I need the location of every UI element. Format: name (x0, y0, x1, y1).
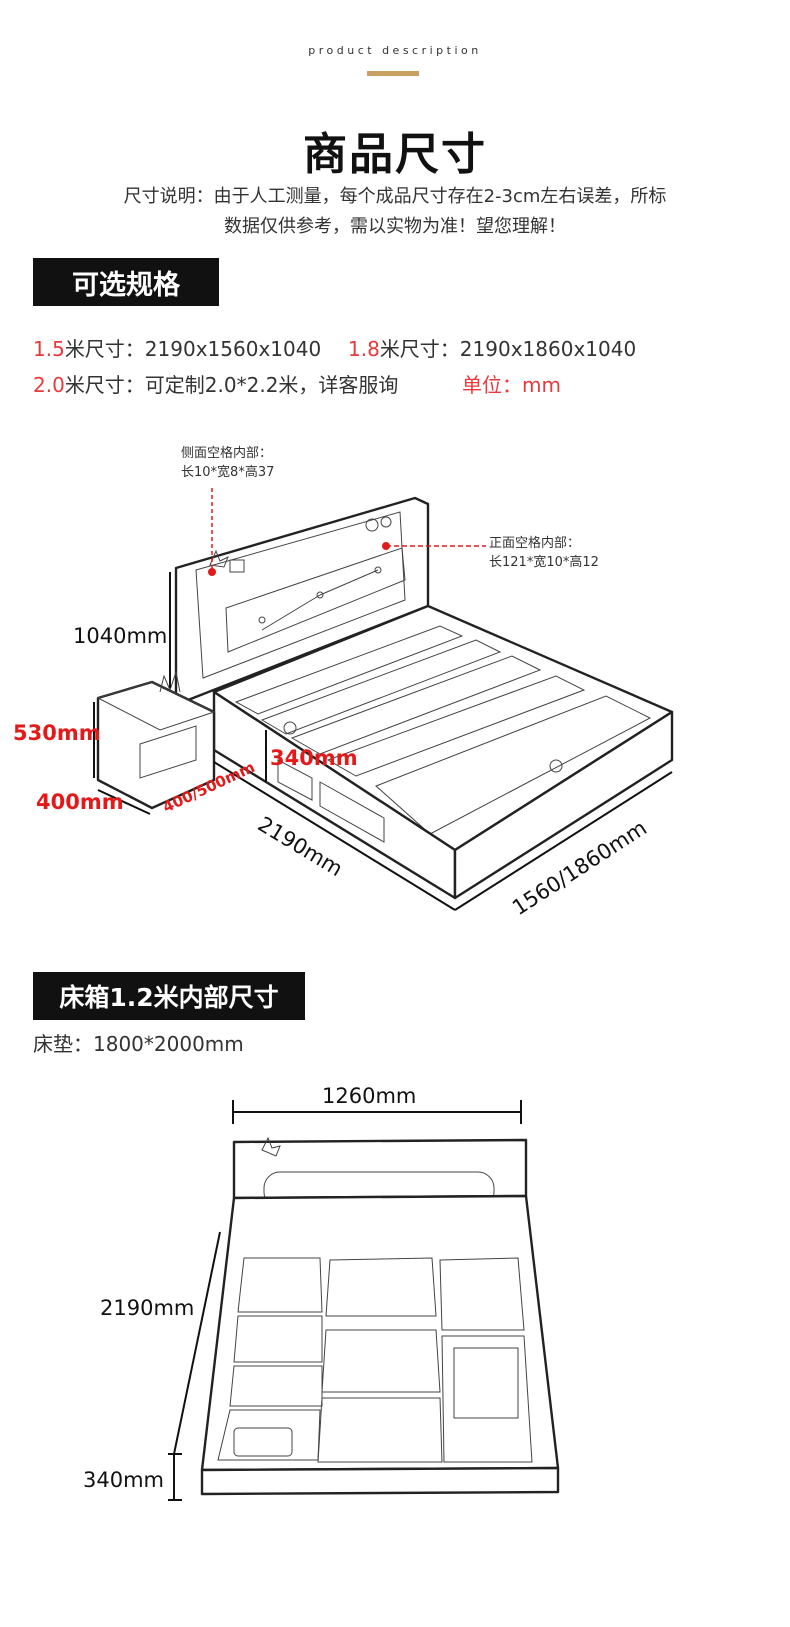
side-label-line1: 侧面空格内部： (181, 446, 273, 461)
topview-base-edge (200, 1466, 560, 1496)
inner-size-band-label: 床箱1.2米内部尺寸 (59, 983, 279, 1012)
bed-foot (453, 710, 674, 900)
spec2-text: 米尺寸：2190x1860x1040 (379, 337, 637, 361)
dim2-width: 1260mm (322, 1084, 417, 1108)
dim2-length: 2190mm (100, 1296, 195, 1320)
side-label-line2: 长10*宽8*高37 (181, 465, 275, 480)
page-title: 商品尺寸 (303, 129, 487, 180)
dim2-height: 340mm (83, 1468, 164, 1492)
topview-headboard (232, 1138, 528, 1200)
bed-sketch (93, 488, 674, 911)
eyebrow-text: product description (308, 44, 482, 57)
unit-label: 单位：mm (462, 373, 561, 397)
spec1-text: 米尺寸：2190x1560x1040 (64, 337, 322, 361)
dim-night-width: 400mm (36, 790, 124, 814)
spec1-size: 1.5 (33, 337, 65, 361)
front-compartment-label: 正面空格内部： 长121*宽10*高12 (489, 534, 599, 572)
spec-row-2a: 2.0米尺寸：可定制2.0*2.2米，详客服询 (33, 369, 398, 398)
decor-star (209, 549, 229, 568)
nightstand-drawer (139, 725, 197, 779)
dim-box-height: 340mm (270, 746, 358, 770)
side-compartment-label: 侧面空格内部： 长10*宽8*高37 (181, 444, 274, 482)
gold-divider (367, 71, 419, 76)
options-band: 可选规格 (33, 258, 219, 306)
mattress-size: 床垫：1800*2000mm (33, 1032, 244, 1056)
spec2-size: 1.8 (348, 337, 380, 361)
drawer-2 (319, 781, 385, 843)
drawer-1 (277, 759, 313, 801)
spec-row-1a: 1.5米尺寸：2190x1560x1040 (33, 333, 321, 362)
headboard-shelf (195, 511, 406, 679)
note-line-1: 尺寸说明：由于人工测量，每个成品尺寸存在2-3cm左右误差，所标 (123, 186, 667, 207)
nightstand-plant (159, 670, 181, 693)
topview-frame (200, 1194, 560, 1472)
note-line-2: 数据仅供参考，需以实物为准！望您理解！ (224, 216, 566, 237)
bed-top-view (168, 1100, 560, 1501)
spec3-size: 2.0 (33, 373, 65, 397)
inner-size-band: 床箱1.2米内部尺寸 (33, 972, 305, 1020)
dim-night-height: 530mm (13, 721, 101, 745)
dim-height: 1040mm (73, 624, 168, 648)
front-label-line2: 长121*宽10*高12 (489, 555, 599, 570)
spec3-text: 米尺寸：可定制2.0*2.2米，详客服询 (64, 373, 399, 397)
spec-row-1b: 1.8米尺寸：2190x1860x1040 (348, 333, 636, 362)
headboard-cushion (225, 547, 406, 653)
front-label-line1: 正面空格内部： (489, 536, 581, 551)
options-band-label: 可选规格 (72, 269, 180, 301)
